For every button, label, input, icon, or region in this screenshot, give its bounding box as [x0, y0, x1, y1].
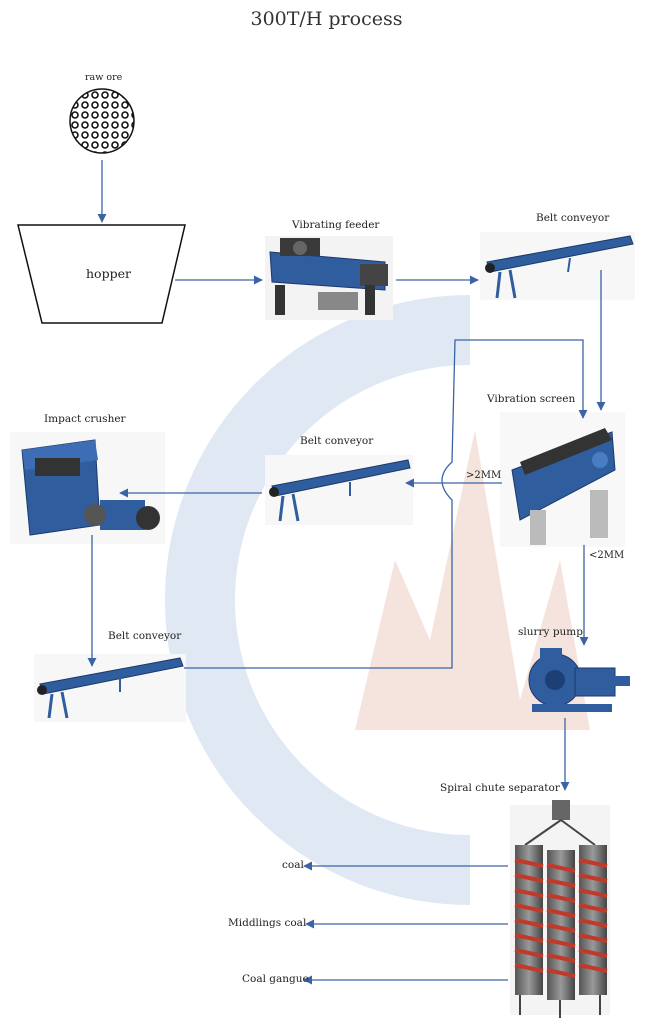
belt-conveyor-bottom-label: Belt conveyor — [108, 630, 182, 642]
vibration-screen-label: Vibration screen — [487, 393, 576, 405]
vibration-screen-machine — [500, 412, 625, 547]
watermark-logo — [165, 295, 590, 905]
raw-ore-label: raw ore — [85, 72, 123, 83]
hopper-shape — [17, 224, 186, 324]
output-middlings-coal-label: Middlings coal — [228, 917, 307, 929]
spiral-chute-separator-machine — [510, 800, 610, 1018]
flow-arrows — [87, 160, 606, 985]
belt-conveyor-mid-machine — [265, 455, 413, 525]
belt-conveyor-bottom-machine — [34, 654, 186, 722]
spiral-chute-separator-label: Spiral chute separator — [440, 782, 560, 794]
belt-conveyor-top-machine — [480, 232, 635, 300]
vibrating-feeder-label: Vibrating feeder — [292, 219, 380, 231]
raw-ore-ball — [69, 88, 135, 154]
hopper-label: hopper — [86, 266, 131, 281]
vibrating-feeder-machine — [265, 236, 393, 320]
output-coal-gangue-label: Coal gangue — [242, 973, 309, 985]
diagram-title: 300T/H process — [250, 8, 403, 30]
slurry-pump-label: slurry pump — [518, 626, 583, 638]
oversize-label: >2MM — [466, 470, 502, 481]
belt-conveyor-mid-label: Belt conveyor — [300, 435, 374, 447]
slurry-pump-machine — [528, 648, 630, 712]
arrow-return-loop — [184, 339, 588, 669]
output-coal-label: coal — [282, 859, 304, 871]
impact-crusher-label: Impact crusher — [44, 413, 126, 425]
belt-conveyor-top-label: Belt conveyor — [536, 212, 610, 224]
impact-crusher-machine — [10, 432, 165, 544]
undersize-label: <2MM — [589, 550, 625, 561]
